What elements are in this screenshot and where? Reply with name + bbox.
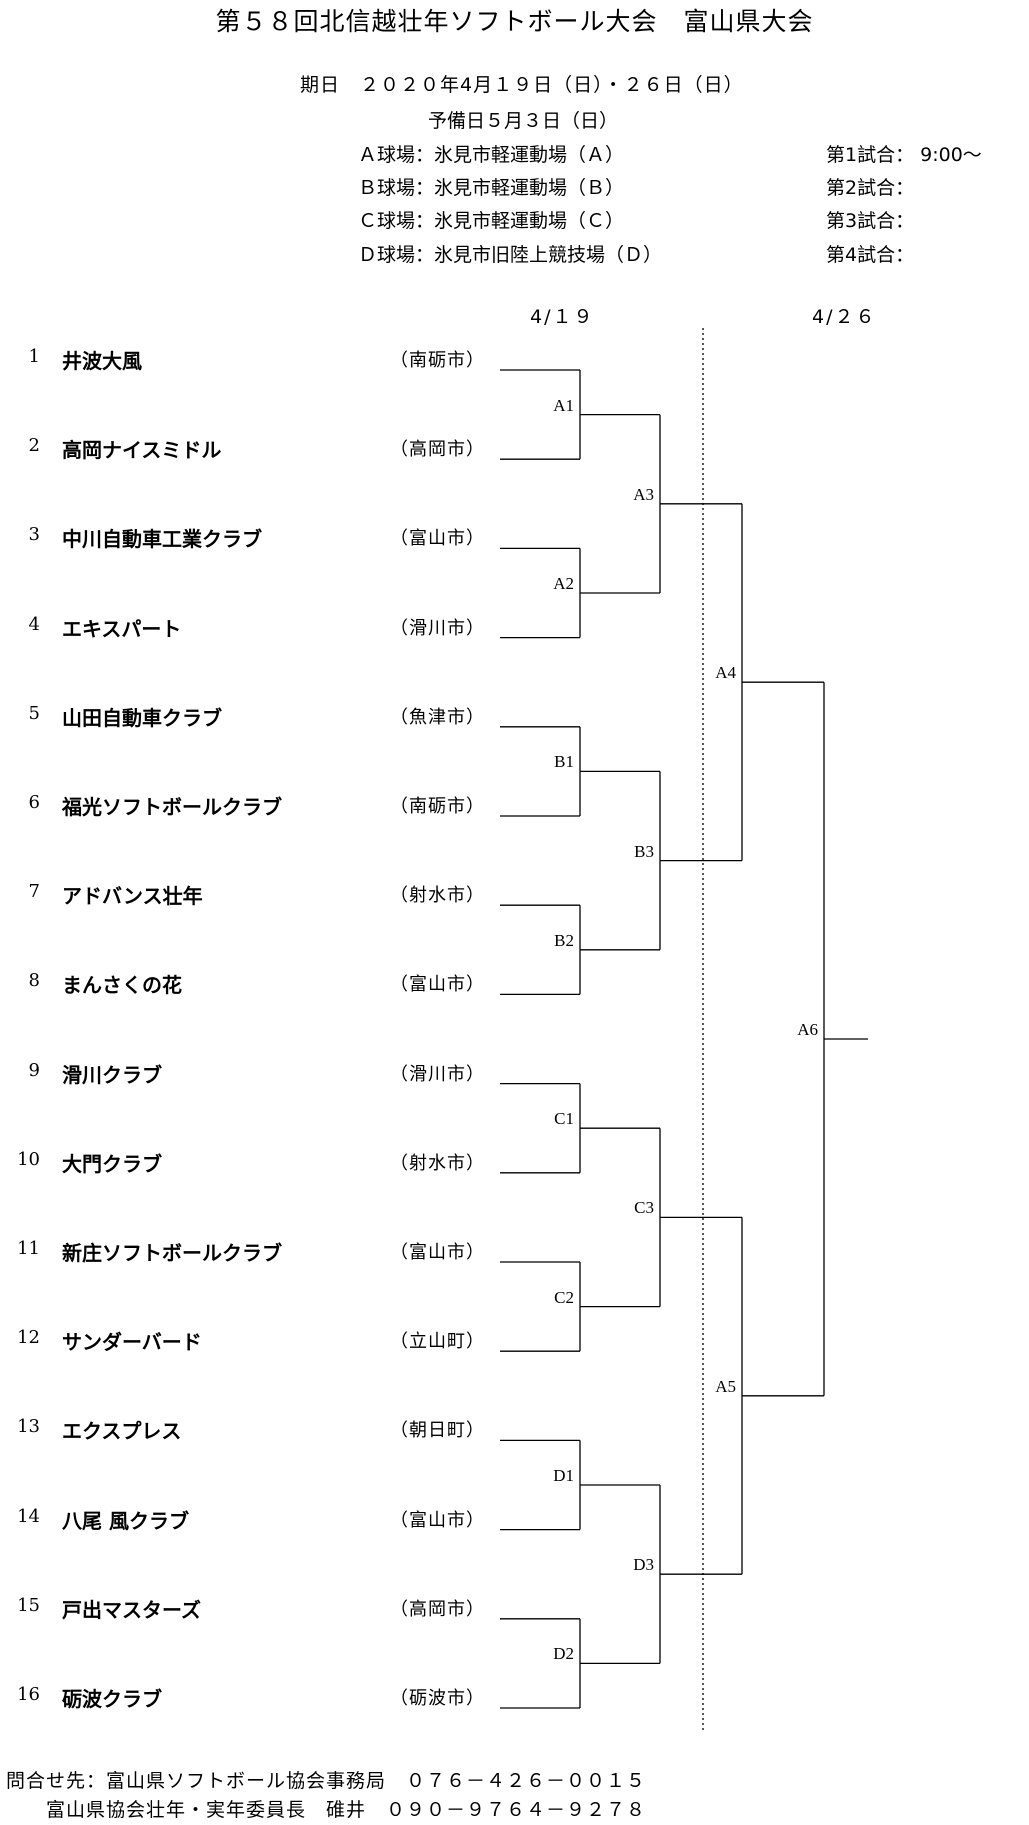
game-label: B1 [554,752,574,772]
team-name: エクスプレス [62,1419,182,1444]
match-4-time: 第4試合： [826,244,915,266]
match-2-time: 第2試合： [826,177,915,199]
game-label: C1 [554,1109,574,1129]
team-city: （富山市） [390,1509,485,1531]
team-name: 福光ソフトボールクラブ [62,795,282,819]
game-label: A3 [633,484,654,504]
team-number: 4 [28,613,40,635]
game-label: A5 [715,1376,736,1396]
match-1-time: 第1試合： 9:00～ [826,144,982,166]
venue-c: Ｃ球場：氷見市軽運動場（Ｃ） [358,210,625,232]
team-city: （射水市） [390,1152,485,1174]
team-name: まんさくの花 [62,973,182,998]
team-number: 2 [28,435,40,457]
team-name: 八尾 風クラブ [62,1508,189,1533]
team-name: アドバンス壮年 [62,884,203,909]
team-name: 滑川クラブ [62,1062,162,1087]
round-date-2: 4/２６ [812,306,877,328]
team-name: 新庄ソフトボールクラブ [62,1241,282,1265]
match-3-time: 第3試合： [826,210,915,232]
game-label: A4 [715,663,736,683]
team-name: 砺波クラブ [62,1687,162,1711]
game-label: C2 [554,1287,574,1307]
team-number: 10 [17,1148,40,1170]
venue-b: Ｂ球場：氷見市軽運動場（Ｂ） [358,177,625,199]
team-city: （射水市） [390,885,485,907]
game-label: D2 [553,1644,574,1664]
team-city: （砺波市） [390,1688,485,1709]
contact-line-1: 問合せ先：富山県ソフトボール協会事務局 ０７６－４２６－００１５ [6,1770,647,1792]
team-city: （高岡市） [390,439,485,461]
team-name: 大門クラブ [62,1151,162,1176]
team-name: 中川自動車工業クラブ [62,527,262,552]
team-name: 山田自動車クラブ [62,705,222,730]
game-label: B2 [554,930,574,950]
team-city: （滑川市） [390,617,485,639]
game-label: C3 [634,1198,654,1218]
reserve-date: 予備日５月３日（日） [428,110,619,132]
team-name: 井波大風 [62,349,142,373]
team-number: 3 [28,524,40,546]
game-label: B3 [634,841,654,861]
team-name: 戸出マスターズ [62,1597,201,1622]
venue-d: Ｄ球場：氷見市旧陸上競技場（Ｄ） [358,244,663,266]
team-number: 1 [28,346,40,367]
game-label: D1 [553,1466,574,1485]
game-label: A6 [797,1020,818,1039]
round-date-1: 4/１９ [530,306,595,328]
contact-line-2: 富山県協会壮年・実年委員長 碓井 ０９０－９７６４－９２７８ [46,1799,647,1821]
team-number: 7 [28,881,40,903]
game-label: D3 [633,1555,654,1575]
team-name: エキスパート [62,616,182,641]
team-city: （滑川市） [390,1063,485,1085]
team-number: 5 [28,702,40,724]
tournament-dates: 期日 ２０２０年4月１９日（日）・２６日（日） [300,74,744,96]
team-name: 高岡ナイスミドル [62,438,222,463]
team-city: （富山市） [390,1242,485,1263]
team-number: 14 [17,1505,40,1527]
team-number: 13 [17,1416,40,1438]
team-city: （高岡市） [390,1598,485,1620]
team-number: 12 [17,1327,40,1349]
team-city: （朝日町） [390,1420,485,1442]
team-number: 8 [28,970,40,992]
page-title: 第５８回北信越壮年ソフトボール大会 富山県大会 [215,7,814,36]
game-label: A1 [553,395,574,415]
team-city: （立山町） [390,1331,485,1353]
team-number: 11 [17,1238,40,1259]
team-number: 16 [17,1684,40,1705]
game-label: A2 [553,574,574,593]
team-city: （富山市） [390,528,485,550]
venue-a: Ａ球場：氷見市軽運動場（Ａ） [358,144,625,166]
team-city: （南砺市） [390,796,485,817]
team-name: サンダーバード [62,1330,202,1355]
team-city: （南砺市） [390,350,485,371]
team-city: （魚津市） [390,706,485,728]
team-number: 15 [17,1594,40,1616]
team-number: 9 [28,1059,40,1081]
team-city: （富山市） [390,974,485,996]
team-number: 6 [28,792,40,813]
